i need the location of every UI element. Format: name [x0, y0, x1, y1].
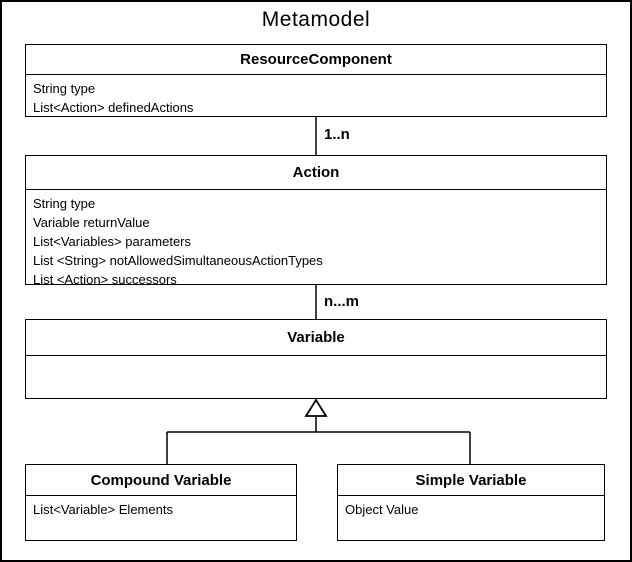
attribute: List<Variable> Elements [33, 502, 173, 517]
class-compound-variable: Compound Variable List<Variable> Element… [25, 464, 297, 541]
multiplicity-label-action-variable: n...m [324, 293, 360, 310]
attribute: String type [33, 81, 96, 96]
multiplicity-label-resource-action: 1..n [324, 126, 350, 143]
attribute: List<Action> definedActions [33, 100, 194, 115]
class-action-name: Action [26, 156, 606, 190]
class-variable-name: Variable [26, 320, 606, 356]
inheritance-triangle-icon [304, 398, 328, 417]
diagram-title: Metamodel [261, 8, 371, 31]
attribute: String type [33, 196, 96, 211]
class-simple-variable-name: Simple Variable [338, 465, 604, 496]
class-variable: Variable [25, 319, 607, 399]
attribute: List <Action> successors [33, 272, 177, 287]
class-resource-component-name: ResourceComponent [26, 45, 606, 75]
class-compound-variable-attributes: List<Variable> Elements [26, 496, 296, 519]
attribute: Object Value [345, 502, 419, 517]
attribute: List<Variables> parameters [33, 234, 192, 249]
class-simple-variable: Simple Variable Object Value [337, 464, 605, 541]
attribute: Variable returnValue [33, 215, 150, 230]
attribute: List <String> notAllowedSimultaneousActi… [33, 253, 323, 268]
class-compound-variable-name: Compound Variable [26, 465, 296, 496]
class-simple-variable-attributes: Object Value [338, 496, 604, 519]
class-variable-attributes [26, 356, 606, 360]
